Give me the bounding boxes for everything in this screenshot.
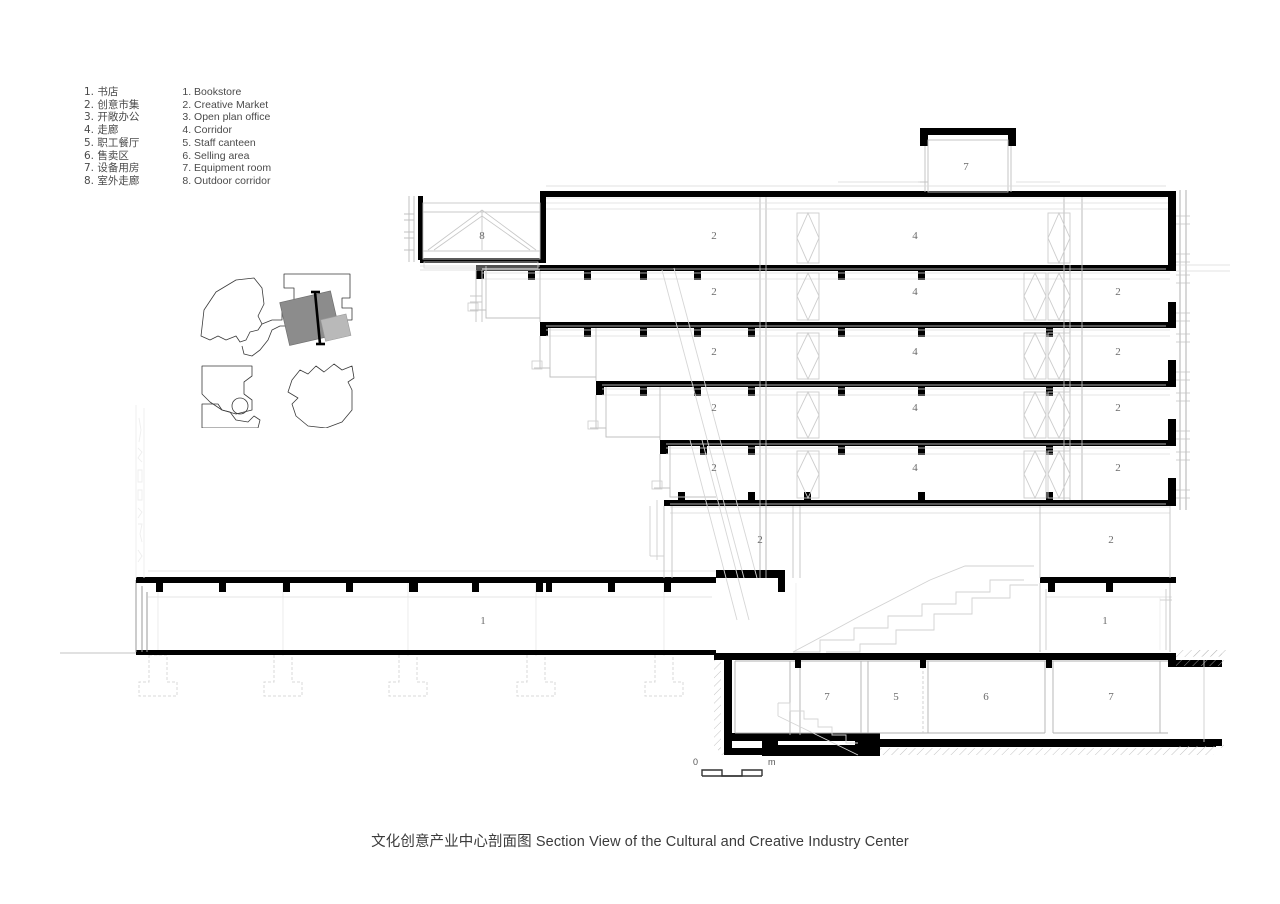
escalator-diagonals xyxy=(661,267,758,621)
legend-item-en-7: 7. Equipment room xyxy=(182,162,272,175)
right-facade xyxy=(1168,190,1230,748)
right-ground-detail xyxy=(1039,583,1172,650)
room-label-market-l2: 2 xyxy=(711,462,717,474)
room-label-market-r2: 2 xyxy=(1115,462,1121,474)
drawing-title: 文化创意产业中心剖面图 Section View of the Cultural… xyxy=(0,830,1280,851)
legend-item-en-8: 8. Outdoor corridor xyxy=(182,174,271,187)
room-label-outdoor-corridor-truss: 8 xyxy=(479,230,485,242)
beam-stubs-ground-ceiling xyxy=(156,583,1113,592)
legend-item-cn-5: 5. 职工餐厅 xyxy=(84,136,140,149)
facade-bracing-diamonds xyxy=(796,211,1071,500)
legend-item-cn-4: 4. 走廊 xyxy=(84,124,119,137)
ground-floor xyxy=(135,570,1176,655)
grand-stair xyxy=(792,565,1038,653)
basement-stair xyxy=(777,702,859,756)
level-3 xyxy=(596,381,1176,396)
room-label-basement-equipment-1: 7 xyxy=(824,691,830,703)
room-label-market-l4: 2 xyxy=(711,346,717,358)
room-label-market-r1: 2 xyxy=(1108,534,1114,546)
facade-signage xyxy=(135,405,145,578)
drawing-title-en: Section View of the Cultural and Creativ… xyxy=(535,834,909,850)
room-label-basement-equipment-2: 7 xyxy=(1108,691,1114,703)
room-label-market-l1: 2 xyxy=(757,534,763,546)
room-label-market-l5: 2 xyxy=(711,286,717,298)
room-label-penthouse-equipment: 7 xyxy=(963,161,969,173)
legend-item-cn-3: 3. 开敞办公 xyxy=(84,111,140,124)
room-label-market-l6: 2 xyxy=(711,230,717,242)
level-4 xyxy=(540,322,1176,337)
room-label-basement-canteen: 5 xyxy=(893,691,899,703)
scale-bar xyxy=(701,769,763,777)
legend-item-cn-8: 8. 室外走廊 xyxy=(84,174,140,187)
legend-item-en-6: 6. Selling area xyxy=(182,149,250,162)
roof-level xyxy=(418,191,1176,271)
room-label-corridor-l4: 4 xyxy=(912,346,918,358)
basement-level xyxy=(714,650,1222,756)
legend-item-en-4: 4. Corridor xyxy=(182,124,232,137)
legend-item-cn-7: 7. 设备用房 xyxy=(84,162,140,175)
legend-item-cn-2: 2. 创意市集 xyxy=(84,98,140,111)
site-key-plan xyxy=(200,273,355,428)
room-label-basement-selling: 6 xyxy=(983,691,989,703)
scale-bar-start-label: 0 xyxy=(693,757,699,767)
floor-detail-lines xyxy=(482,197,1166,505)
legend-item-en-3: 3. Open plan office xyxy=(182,111,271,124)
drawing-title-cn: 文化创意产业中心剖面图 xyxy=(371,834,532,850)
room-label-market-l3: 2 xyxy=(711,402,717,414)
room-label-corridor-l6: 4 xyxy=(912,230,918,242)
legend-item-en-1: 1. Bookstore xyxy=(182,86,242,98)
room-label-market-r4: 2 xyxy=(1115,346,1121,358)
scale-bar-unit-label: m xyxy=(768,757,776,767)
room-label-corridor-l5: 4 xyxy=(912,286,918,298)
legend-column-chinese: 1. 书店 2. 创意市集 3. 开敞办公 4. 走廊 5. 职工餐厅 6. 售… xyxy=(84,86,139,188)
legend-item-cn-6: 6. 售卖区 xyxy=(84,149,129,162)
room-label-market-r5: 2 xyxy=(1115,286,1121,298)
room-label-corridor-l3: 4 xyxy=(912,402,918,414)
room-label-bookstore-right: 1 xyxy=(1102,615,1108,627)
room-label-bookstore-left: 1 xyxy=(480,615,486,627)
room-label-corridor-l2: 4 xyxy=(912,462,918,474)
foundation-footings xyxy=(138,654,684,697)
outdoor-corridor-truss-structure xyxy=(404,196,541,322)
legend-item-cn-1: 1. 书店 xyxy=(84,86,119,98)
column-grid-lines xyxy=(157,583,665,656)
level-5 xyxy=(476,265,1176,280)
level-2 xyxy=(660,440,1176,455)
roof-penthouse xyxy=(546,128,1166,193)
legend-column-english: 1. Bookstore 2. Creative Market 3. Open … xyxy=(182,86,271,188)
legend: 1. 书店 2. 创意市集 3. 开敞办公 4. 走廊 5. 职工餐厅 6. 售… xyxy=(84,86,271,188)
legend-item-en-2: 2. Creative Market xyxy=(182,98,269,111)
room-label-market-r3: 2 xyxy=(1115,402,1121,414)
legend-item-en-5: 5. Staff canteen xyxy=(182,136,256,149)
level-1 xyxy=(649,492,1176,578)
